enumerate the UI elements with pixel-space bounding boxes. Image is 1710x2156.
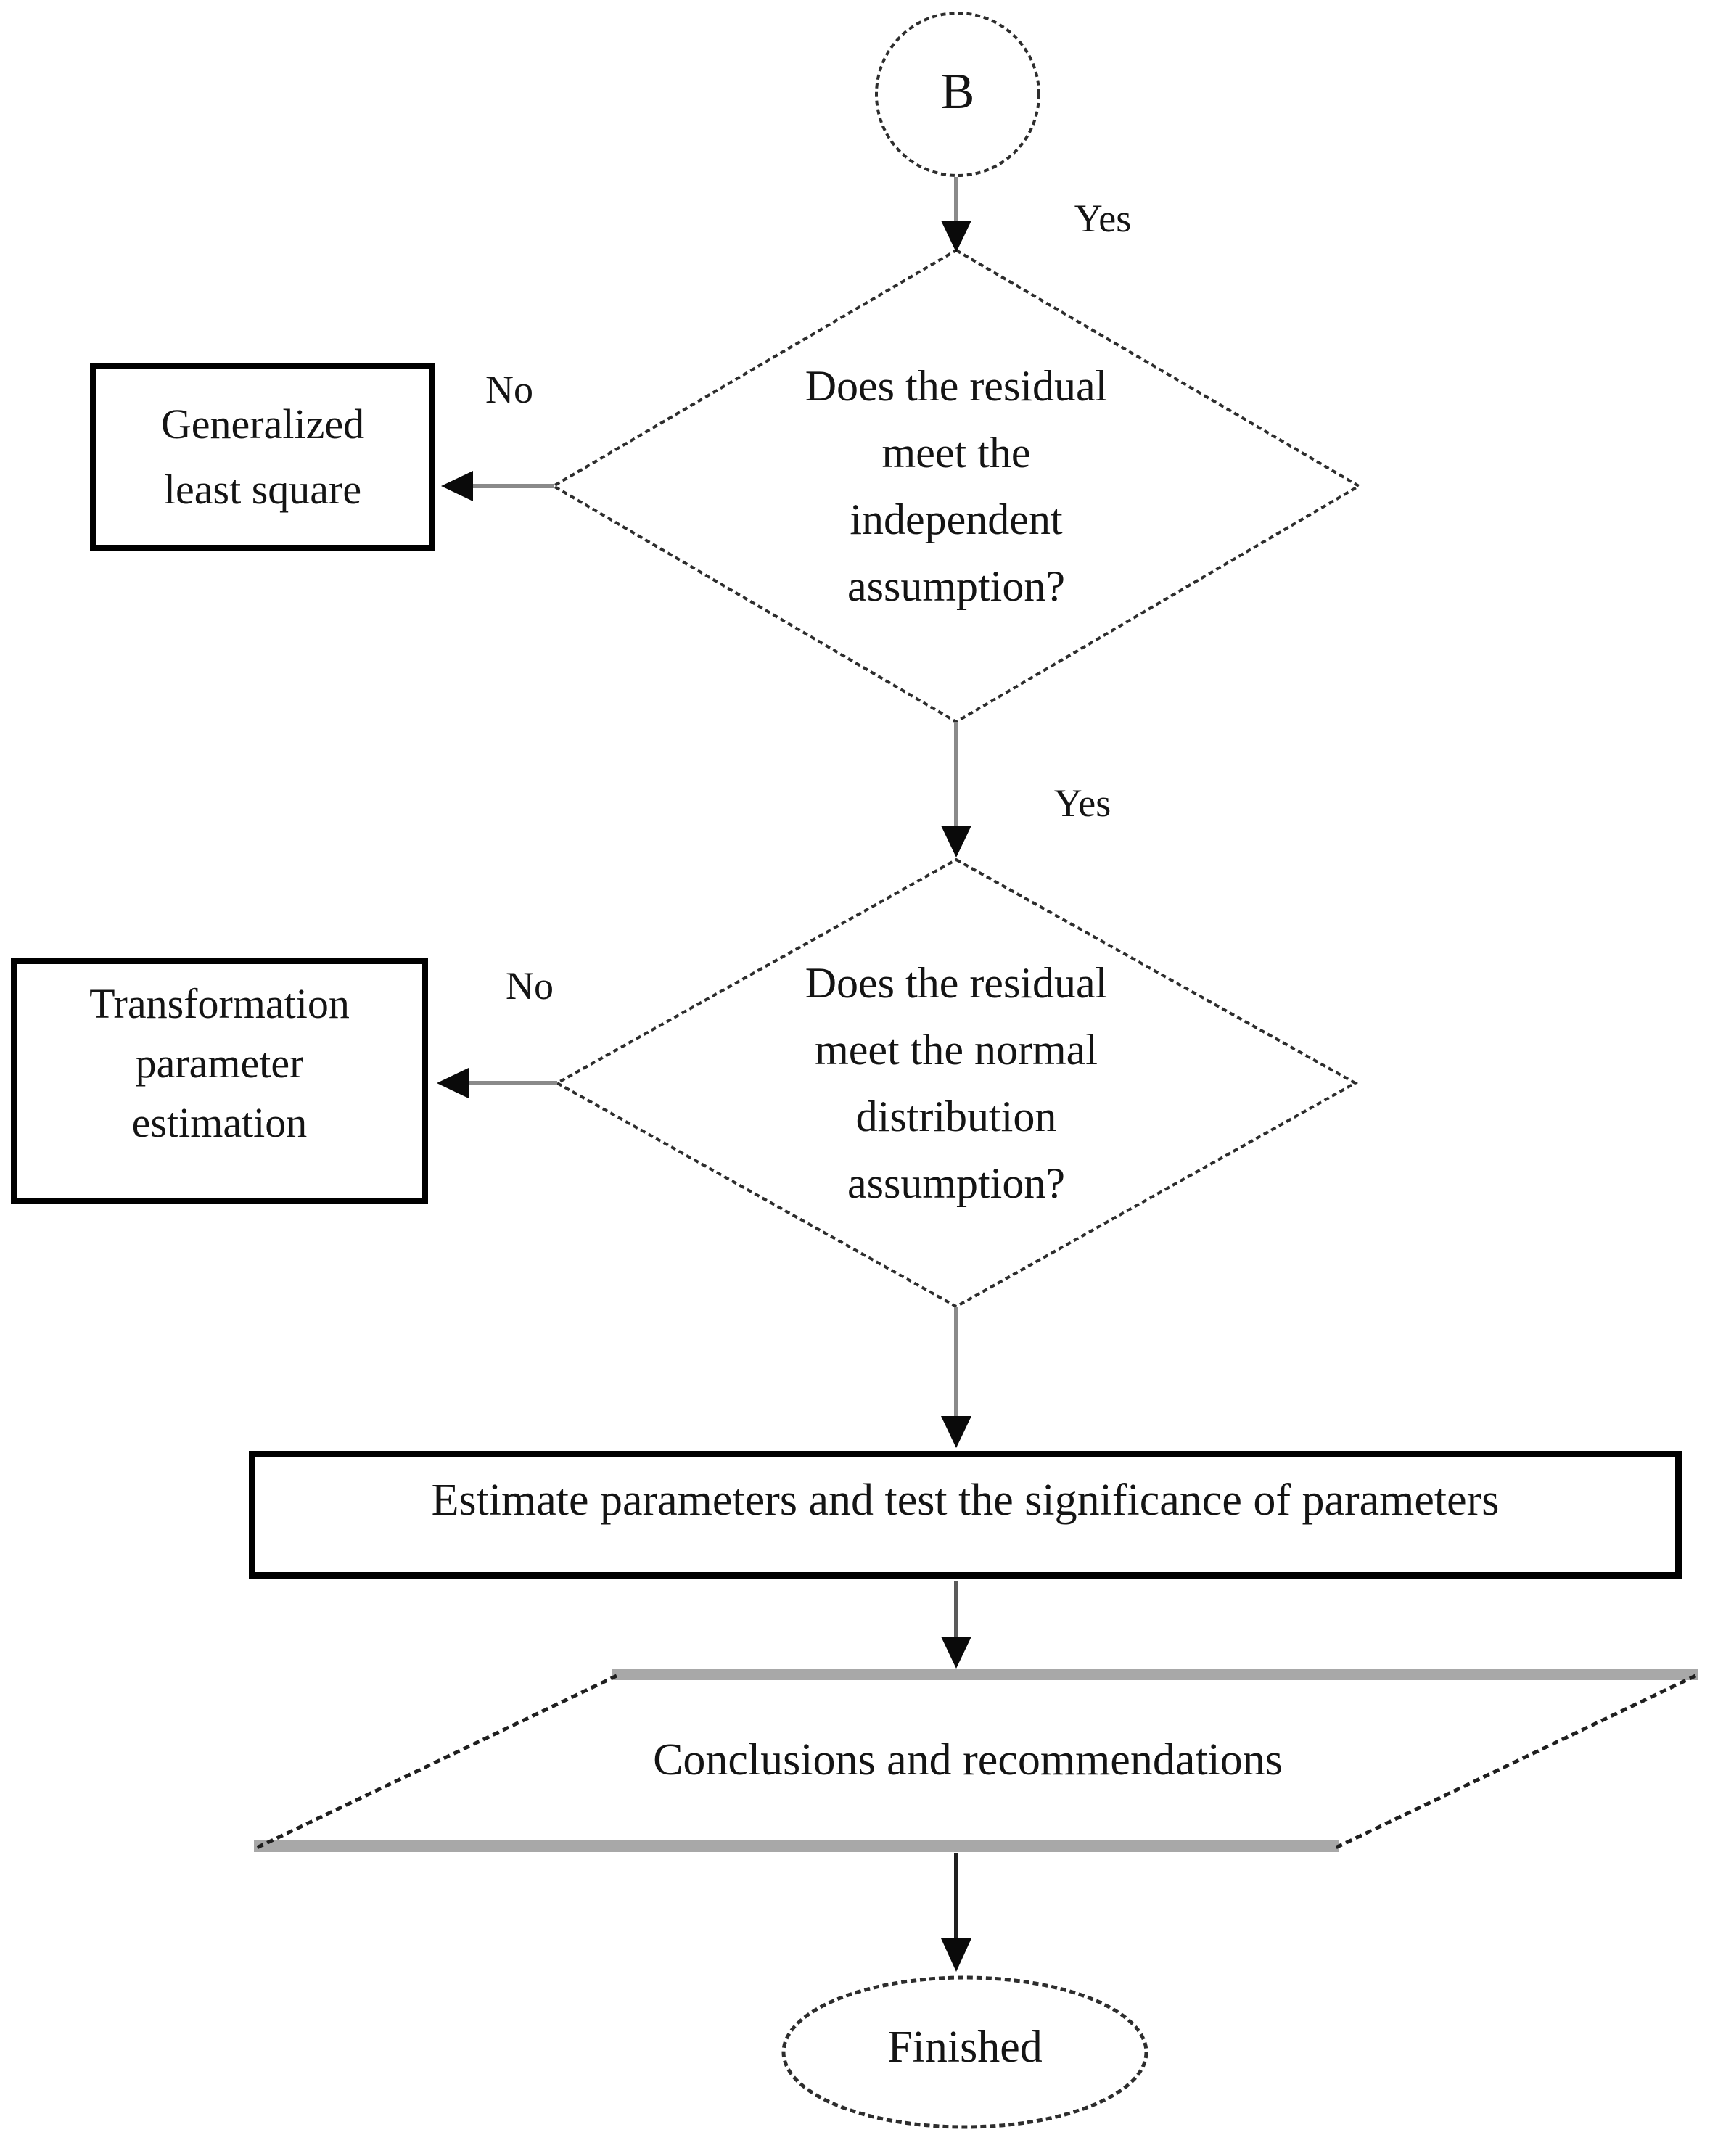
arrow-b-to-decision1-head bbox=[941, 221, 971, 252]
arrow-decision1-no-head bbox=[441, 471, 473, 501]
process-transformation-parameter-estimation: Transformation parameter estimation bbox=[11, 958, 428, 1204]
conclusions-parallelogram bbox=[257, 1674, 1695, 1846]
arrow-estimate-to-conclusions-head bbox=[941, 1637, 971, 1669]
arrow-decision1-yes-head bbox=[941, 826, 971, 857]
process-generalized-least-square: Generalized least square bbox=[90, 363, 435, 551]
terminator-finished-text: Finished bbox=[887, 2022, 1043, 2072]
connector-b-text: B bbox=[940, 64, 975, 120]
parallelogram-right-edge bbox=[1334, 1674, 1697, 1850]
arrow-conclusions-to-finished-head bbox=[941, 1938, 971, 1972]
connector-b-label: B bbox=[885, 52, 1030, 132]
arrow-decision2-no-head bbox=[437, 1068, 469, 1098]
process-estimate-parameters: Estimate parameters and test the signifi… bbox=[249, 1451, 1682, 1579]
edge-label-yes-2: Yes bbox=[1053, 781, 1111, 825]
connector-b-circle bbox=[875, 12, 1040, 177]
edge-label-no-1: No bbox=[485, 368, 533, 411]
decision-normal-text: Does the residual meet the normal distri… bbox=[805, 959, 1108, 1207]
arrow-decision2-to-estimate-head bbox=[941, 1416, 971, 1448]
edge-label-yes-1: Yes bbox=[1074, 197, 1132, 240]
decision-independent-text: Does the residual meet the independent a… bbox=[805, 362, 1108, 610]
io-conclusions-text: Conclusions and recommendations bbox=[653, 1735, 1283, 1785]
terminator-ellipse bbox=[781, 1975, 1148, 2129]
parallelogram-left-edge bbox=[255, 1674, 618, 1850]
edge-label-no-2: No bbox=[506, 964, 554, 1008]
